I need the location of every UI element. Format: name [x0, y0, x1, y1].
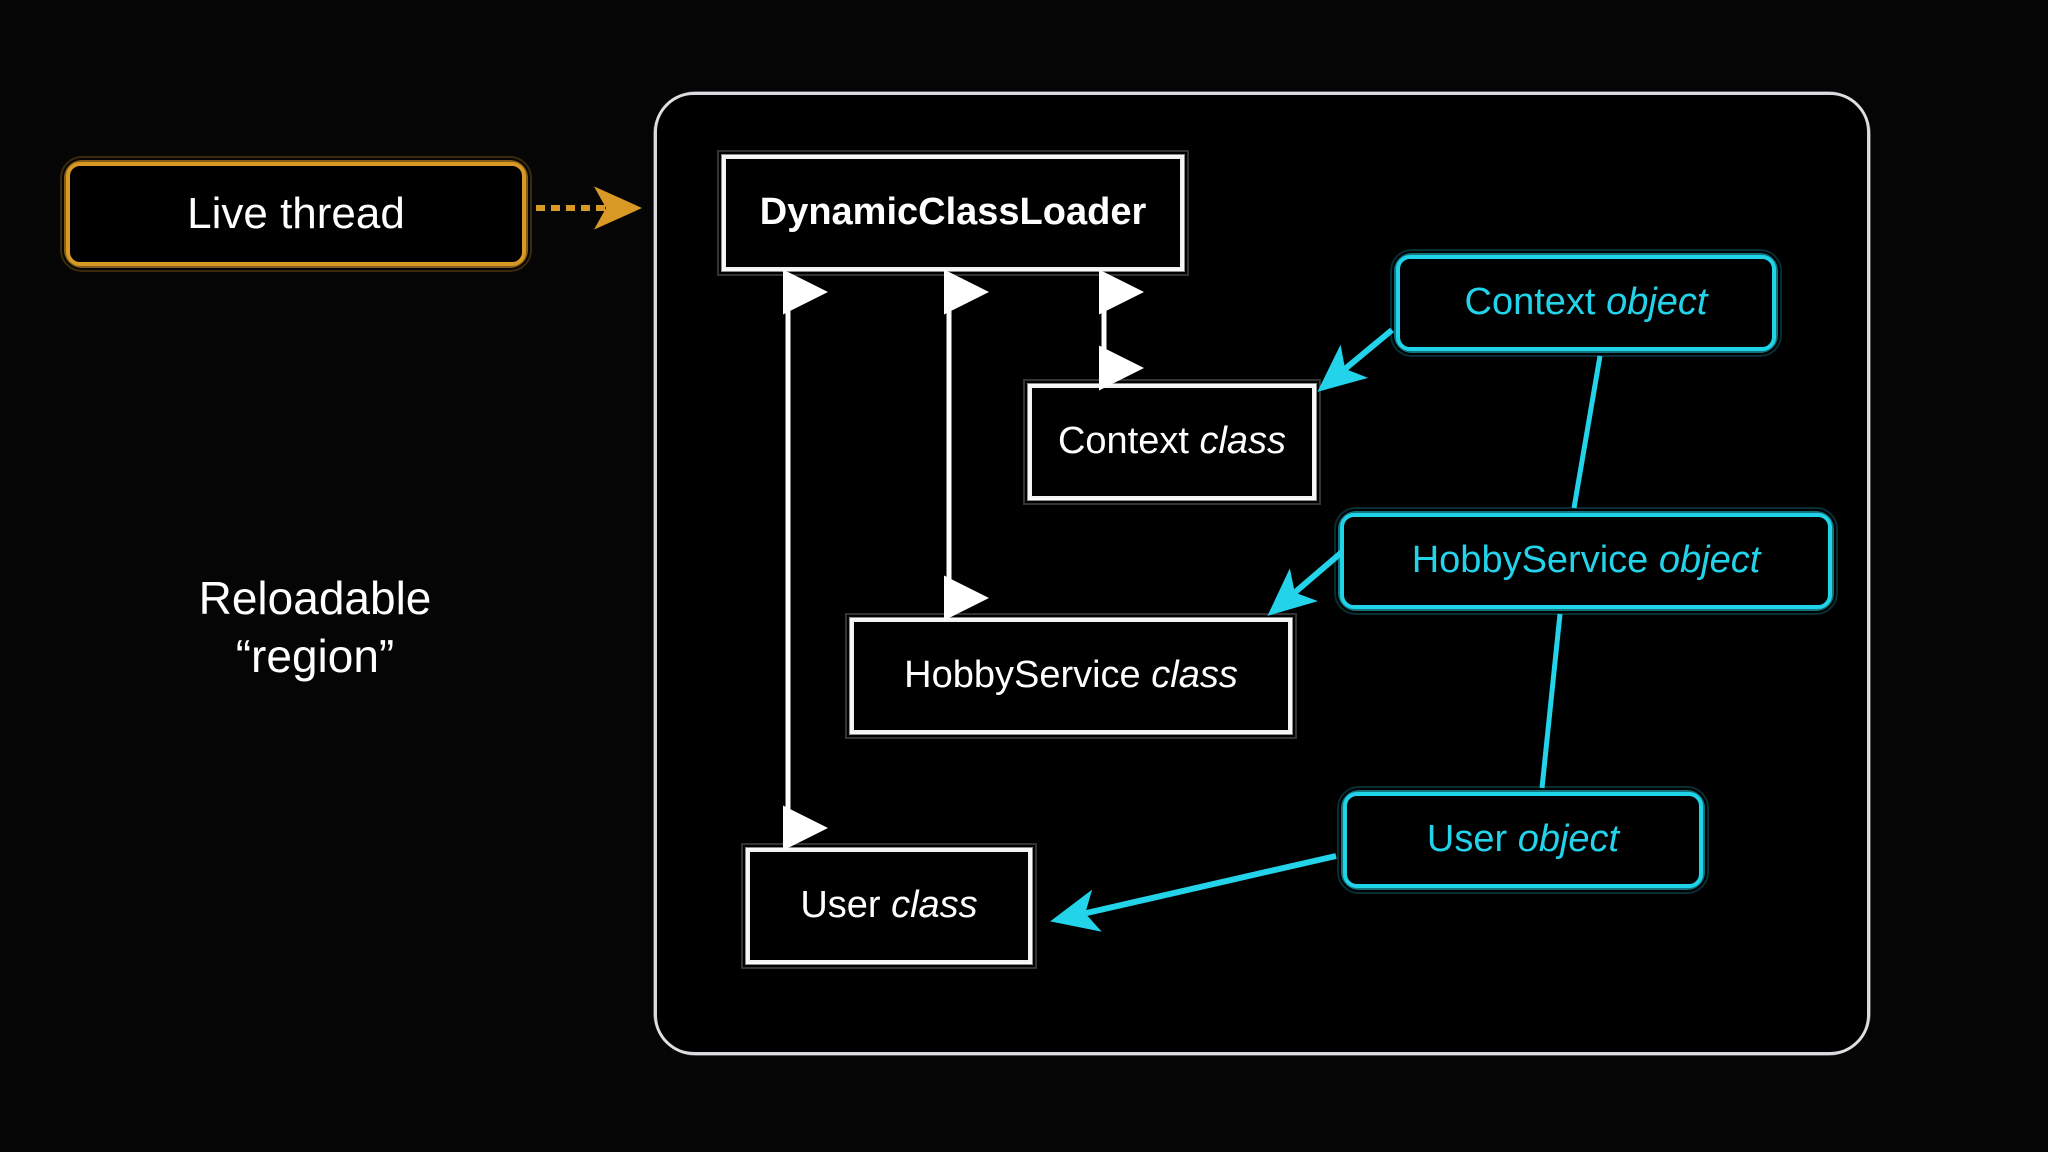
- live-thread-box[interactable]: Live thread: [60, 156, 532, 272]
- user-class-box[interactable]: User class: [741, 843, 1037, 969]
- reloadable-region-label: Reloadable “region”: [150, 570, 480, 685]
- context-class-box[interactable]: Context class: [1023, 379, 1321, 505]
- context-object-label: Context object: [1464, 281, 1708, 324]
- hobbyservice-object-box[interactable]: HobbyService object: [1334, 507, 1838, 615]
- user-class-label: User class: [800, 884, 978, 927]
- dynamic-class-loader-label: DynamicClassLoader: [759, 191, 1147, 234]
- hobbyservice-object-label: HobbyService object: [1411, 539, 1761, 582]
- context-object-box[interactable]: Context object: [1390, 249, 1782, 357]
- hobbyservice-class-box[interactable]: HobbyService class: [845, 613, 1297, 739]
- user-object-box[interactable]: User object: [1337, 786, 1709, 894]
- hobbyservice-class-label: HobbyService class: [904, 654, 1238, 697]
- dynamic-class-loader-box[interactable]: DynamicClassLoader: [717, 150, 1189, 276]
- reloadable-region-label-line1: Reloadable: [198, 572, 432, 624]
- live-thread-label: Live thread: [187, 188, 405, 238]
- reloadable-region-label-line2: “region”: [235, 629, 395, 682]
- user-object-label: User object: [1426, 818, 1620, 861]
- context-class-label: Context class: [1057, 420, 1287, 463]
